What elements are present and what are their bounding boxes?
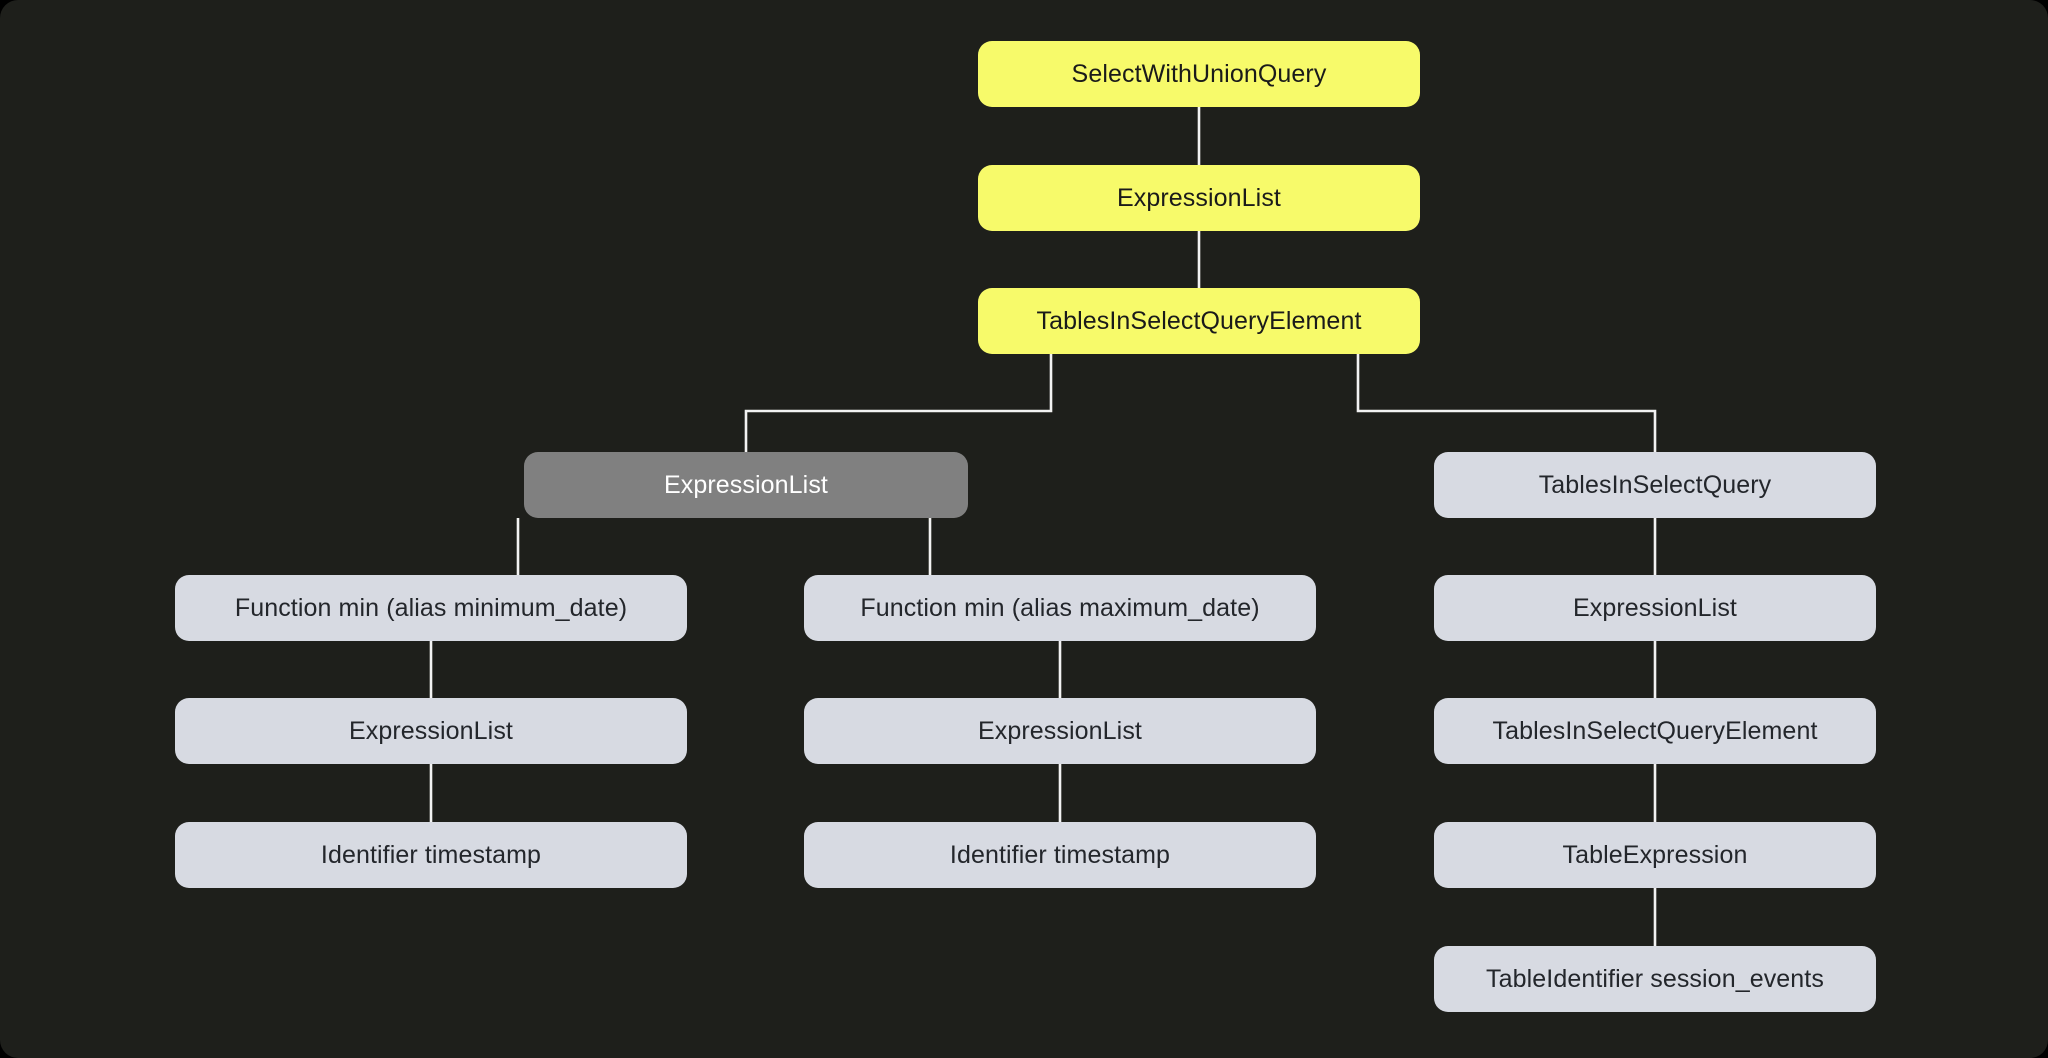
tree-node[interactable]: Function min (alias minimum_date) — [175, 575, 687, 641]
tree-node-label: ExpressionList — [349, 716, 513, 745]
tree-node-label: Function min (alias minimum_date) — [234, 593, 628, 622]
tree-node-label: ExpressionList — [1117, 183, 1281, 212]
tree-node[interactable]: ExpressionList — [804, 698, 1316, 764]
tree-node[interactable]: Function min (alias maximum_date) — [804, 575, 1316, 641]
tree-node-label: TablesInSelectQueryElement — [1492, 716, 1818, 745]
tree-node[interactable]: ExpressionList — [978, 165, 1420, 231]
tree-node[interactable]: TablesInSelectQueryElement — [1434, 698, 1876, 764]
tree-edge — [1356, 354, 1657, 452]
tree-node-label: TablesInSelectQuery — [1538, 470, 1772, 499]
tree-node-label: TablesInSelectQueryElement — [1036, 306, 1362, 335]
tree-node[interactable]: TableIdentifier session_events — [1434, 946, 1876, 1012]
tree-node-label: Identifier timestamp — [320, 840, 542, 869]
tree-node-label: Identifier timestamp — [949, 840, 1171, 869]
tree-node[interactable]: ExpressionList — [175, 698, 687, 764]
tree-node[interactable]: ExpressionList — [524, 452, 968, 518]
tree-node-label: SelectWithUnionQuery — [1071, 59, 1327, 88]
tree-node[interactable]: Identifier timestamp — [804, 822, 1316, 888]
tree-node-label: Function min (alias maximum_date) — [860, 593, 1260, 622]
tree-node[interactable]: TablesInSelectQuery — [1434, 452, 1876, 518]
tree-node-label: TableIdentifier session_events — [1486, 964, 1824, 993]
tree-node[interactable]: TableExpression — [1434, 822, 1876, 888]
tree-node-label: TableExpression — [1562, 840, 1748, 869]
tree-node-label: ExpressionList — [978, 716, 1142, 745]
tree-node[interactable]: ExpressionList — [1434, 575, 1876, 641]
tree-edge — [744, 354, 1053, 452]
tree-node[interactable]: TablesInSelectQueryElement — [978, 288, 1420, 354]
tree-node-label: ExpressionList — [1573, 593, 1737, 622]
tree-node[interactable]: Identifier timestamp — [175, 822, 687, 888]
tree-node-label: ExpressionList — [664, 470, 828, 499]
tree-node[interactable]: SelectWithUnionQuery — [978, 41, 1420, 107]
